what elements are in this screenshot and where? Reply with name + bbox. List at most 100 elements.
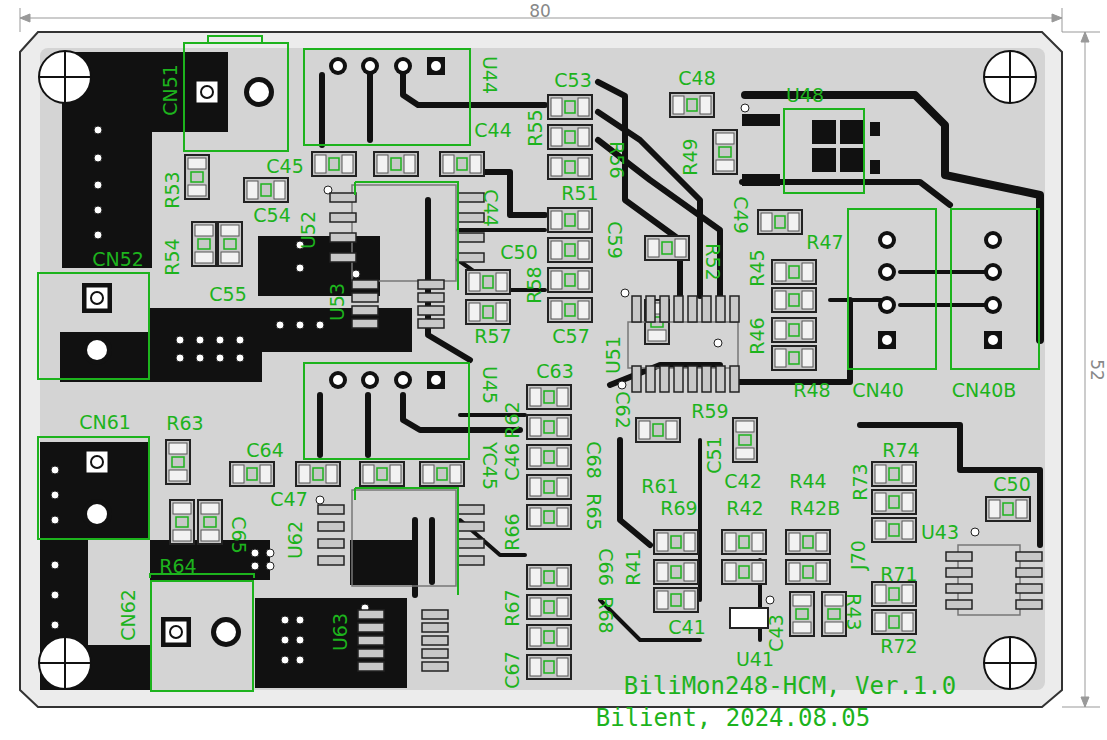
dimension-lines [1081, 697, 1089, 707]
board-outline [20, 32, 1062, 707]
smd-part [548, 95, 592, 119]
mounting-hole [39, 51, 91, 103]
ic-footprint [674, 366, 683, 392]
mounting-hole [39, 51, 91, 103]
designator-label: R58 [525, 266, 544, 303]
via [236, 354, 244, 362]
via [352, 270, 360, 278]
designator-label: R42 [726, 499, 763, 518]
ic-footprint [418, 280, 444, 289]
designator-label: R47 [806, 233, 843, 252]
through-hole-pad [82, 499, 112, 529]
ic-footprint [632, 366, 641, 392]
through-hole-pad [427, 57, 445, 75]
smd-part [527, 505, 571, 529]
ic-footprint [646, 296, 655, 322]
smd-part [166, 93, 1030, 679]
designator-label: R45 [748, 249, 767, 286]
ic-footprint [422, 636, 448, 645]
through-hole-pad [984, 331, 1002, 349]
smd-part [198, 500, 222, 544]
via [714, 339, 722, 347]
designator-label: R65 [584, 493, 603, 530]
ic-footprint [352, 280, 378, 289]
ic-footprint [1016, 584, 1042, 593]
ic-footprint [422, 662, 448, 671]
designator-label: R74 [882, 441, 919, 460]
via [618, 381, 626, 389]
designator-label: C41 [668, 618, 705, 637]
via [94, 206, 102, 214]
via [51, 516, 59, 524]
via [176, 354, 184, 362]
ic-footprint [870, 122, 880, 136]
copper-traces [412, 520, 418, 595]
smd-part [527, 415, 571, 439]
smd-part [548, 155, 592, 179]
copper-traces [365, 395, 371, 455]
through-hole-pad [82, 57, 1002, 647]
via [251, 562, 259, 570]
ic-footprint [716, 366, 725, 392]
silkscreen-mark [355, 182, 458, 290]
ic-footprint [458, 233, 484, 242]
component-label: CN52 [92, 250, 144, 269]
smd-part [440, 152, 484, 176]
via [94, 126, 102, 134]
designator-label: R43 [844, 593, 863, 630]
designator-label: C68 [584, 441, 603, 478]
designator-label: C51 [705, 436, 724, 473]
smd-part [244, 178, 288, 202]
mounting-hole [39, 637, 91, 689]
smd-part [527, 475, 571, 499]
smd-part [548, 298, 592, 322]
ic-footprint [646, 366, 655, 392]
dimension-label: 52 [1087, 359, 1104, 381]
smd-part [730, 608, 768, 628]
copper-pour [255, 598, 407, 688]
copper-pour [350, 540, 412, 585]
designator-label: C50 [500, 243, 537, 262]
ic-footprint [730, 366, 739, 392]
designator-label: R66 [503, 513, 522, 550]
via [276, 321, 284, 329]
component-label: U45 [480, 366, 499, 404]
smd-part [548, 208, 592, 232]
copper-pour [258, 236, 380, 296]
through-hole-pad [329, 371, 347, 389]
copper-pour [150, 540, 270, 580]
copper-pour [40, 52, 412, 690]
designator-label: C67 [503, 651, 522, 688]
smd-part [872, 518, 916, 542]
smd-part [722, 530, 766, 554]
mounting-hole [39, 51, 1036, 689]
ic-footprint [1016, 552, 1042, 561]
through-hole-pad [394, 57, 412, 75]
smd-part [733, 418, 757, 462]
via [266, 549, 274, 557]
through-hole-pad [984, 296, 1002, 314]
designator-label: C44 [481, 189, 500, 226]
dimension-lines [20, 14, 30, 22]
ic-footprint [422, 649, 448, 658]
through-hole-pad [244, 77, 274, 107]
ic-footprint [458, 505, 484, 514]
smd-part [872, 610, 916, 634]
component-outline: CN40B [950, 208, 1040, 370]
ic-footprint [688, 366, 697, 392]
via [94, 231, 102, 239]
ic-footprint [742, 174, 780, 186]
ic-footprint [422, 610, 448, 619]
dimension-lines [1085, 32, 1086, 707]
smd-part [548, 238, 592, 262]
smd-part [166, 440, 190, 484]
mounting-hole [984, 51, 1036, 103]
via [196, 336, 204, 344]
ic-footprint [840, 120, 864, 144]
smd-part [986, 497, 1030, 521]
component-label: CN51 [161, 64, 180, 116]
ic-footprint [458, 253, 484, 262]
via [94, 181, 102, 189]
ic-footprint [812, 148, 836, 172]
via [51, 621, 59, 629]
